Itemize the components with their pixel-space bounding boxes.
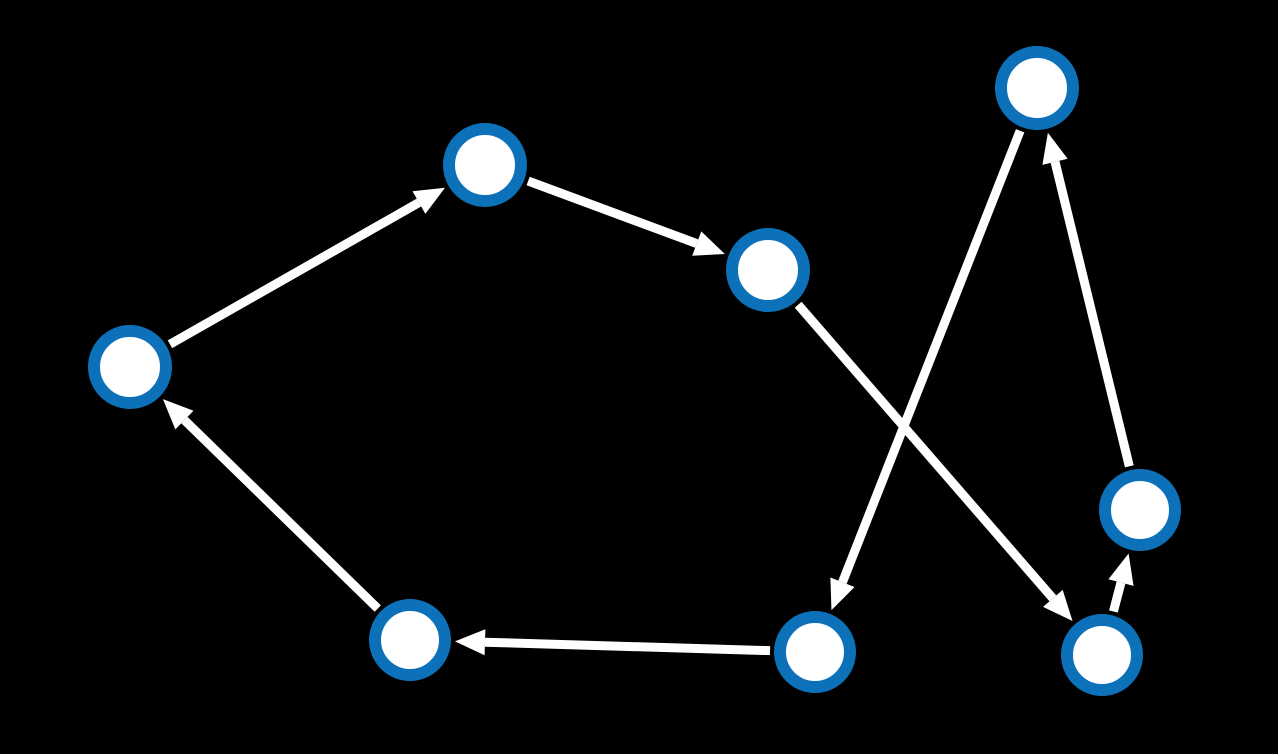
graph-edge-line [794, 301, 1057, 602]
node-layer [88, 46, 1181, 696]
graph-edge-arrowhead [1042, 132, 1068, 165]
graph-edge-arrowhead [454, 629, 486, 656]
graph-node[interactable] [1099, 469, 1181, 551]
graph-node[interactable] [88, 325, 172, 409]
graph-edge-arrowhead [412, 187, 446, 214]
graph-edge[interactable] [162, 399, 381, 612]
graph-node[interactable] [443, 123, 527, 207]
graph-edge-arrowhead [692, 231, 725, 256]
graph-edge[interactable] [1108, 553, 1134, 613]
graph-edge[interactable] [1042, 132, 1134, 468]
graph-edge-line [167, 198, 422, 349]
graph-node-ring [88, 325, 172, 409]
graph-node-ring [995, 46, 1079, 130]
graph-edge-line [838, 129, 1025, 584]
graph-edge-line [1050, 160, 1134, 468]
graph-node[interactable] [726, 228, 810, 312]
graph-node-ring [1061, 614, 1143, 696]
graph-node-ring [726, 228, 810, 312]
graph-edge[interactable] [526, 176, 725, 256]
graph-edge[interactable] [830, 129, 1025, 611]
edge-layer [162, 129, 1134, 656]
graph-edge-arrowhead [1043, 589, 1073, 622]
graph-edge-line [484, 637, 771, 656]
graph-node[interactable] [774, 611, 856, 693]
graph-node-ring [369, 599, 451, 681]
graph-edge-line [1109, 581, 1126, 613]
graph-edge-arrowhead [162, 399, 194, 430]
graph-edge-arrowhead [830, 577, 855, 611]
graph-node[interactable] [995, 46, 1079, 130]
graph-node-ring [1099, 469, 1181, 551]
graph-edge[interactable] [794, 301, 1073, 622]
graph-edge[interactable] [454, 629, 771, 656]
graph-node-ring [774, 611, 856, 693]
graph-node-ring [443, 123, 527, 207]
graph-edge-line [181, 416, 381, 612]
graph-edge-arrowhead [1108, 553, 1134, 586]
graph-node[interactable] [1061, 614, 1143, 696]
graph-edge-line [526, 176, 699, 248]
graph-node[interactable] [369, 599, 451, 681]
graph-edge[interactable] [167, 187, 446, 349]
